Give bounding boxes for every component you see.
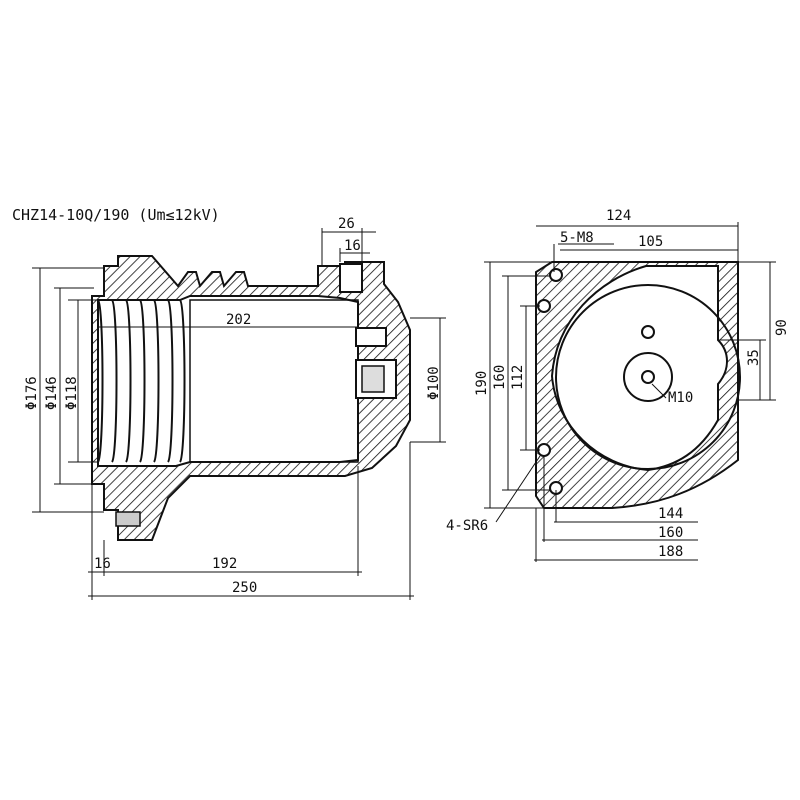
dim-dia-176: Φ176 [24, 376, 40, 410]
dim-160-left: 160 [492, 365, 508, 390]
label-4-sr6: 4-SR6 [446, 518, 488, 534]
front-dimension-lines [484, 222, 776, 562]
dim-dia-100: Φ100 [426, 366, 442, 400]
dim-16-bottom: 16 [94, 556, 111, 572]
dim-188: 188 [658, 544, 683, 560]
dim-35: 35 [746, 349, 762, 366]
dim-105: 105 [638, 234, 663, 250]
dim-190: 190 [474, 371, 490, 396]
dim-26: 26 [338, 216, 355, 232]
side-right-insert-core [361, 365, 385, 393]
dim-dia-118: Φ118 [64, 376, 80, 410]
dim-90: 90 [774, 319, 790, 336]
side-dimension-lines [32, 228, 446, 600]
side-ribs [97, 299, 186, 463]
dim-192: 192 [212, 556, 237, 572]
front-center-hole [641, 370, 655, 384]
side-bottom-bolt [115, 511, 141, 527]
front-bolt-holes [537, 268, 655, 495]
label-m10: M10 [668, 390, 693, 406]
dim-250: 250 [232, 580, 257, 596]
dim-202: 202 [226, 312, 251, 328]
dim-112: 112 [510, 365, 526, 390]
side-view: 26 16 202 Φ176 Φ146 Φ118 Φ100 16 192 250 [24, 216, 446, 600]
dim-16-top: 16 [344, 238, 361, 254]
dim-160-bottom: 160 [658, 525, 683, 541]
front-view: 124 5-M8 105 90 35 190 160 112 M10 4-SR6… [446, 208, 790, 562]
label-5-m8: 5-M8 [560, 230, 594, 246]
side-right-insert-upper [355, 327, 387, 347]
dim-124: 124 [606, 208, 631, 224]
drawing-title: CHZ14-10Q/190 (Um≤12kV) [12, 206, 220, 224]
front-inner-circle [555, 284, 741, 470]
dim-dia-146: Φ146 [44, 376, 60, 410]
side-top-insert [339, 263, 363, 293]
dim-144: 144 [658, 506, 683, 522]
